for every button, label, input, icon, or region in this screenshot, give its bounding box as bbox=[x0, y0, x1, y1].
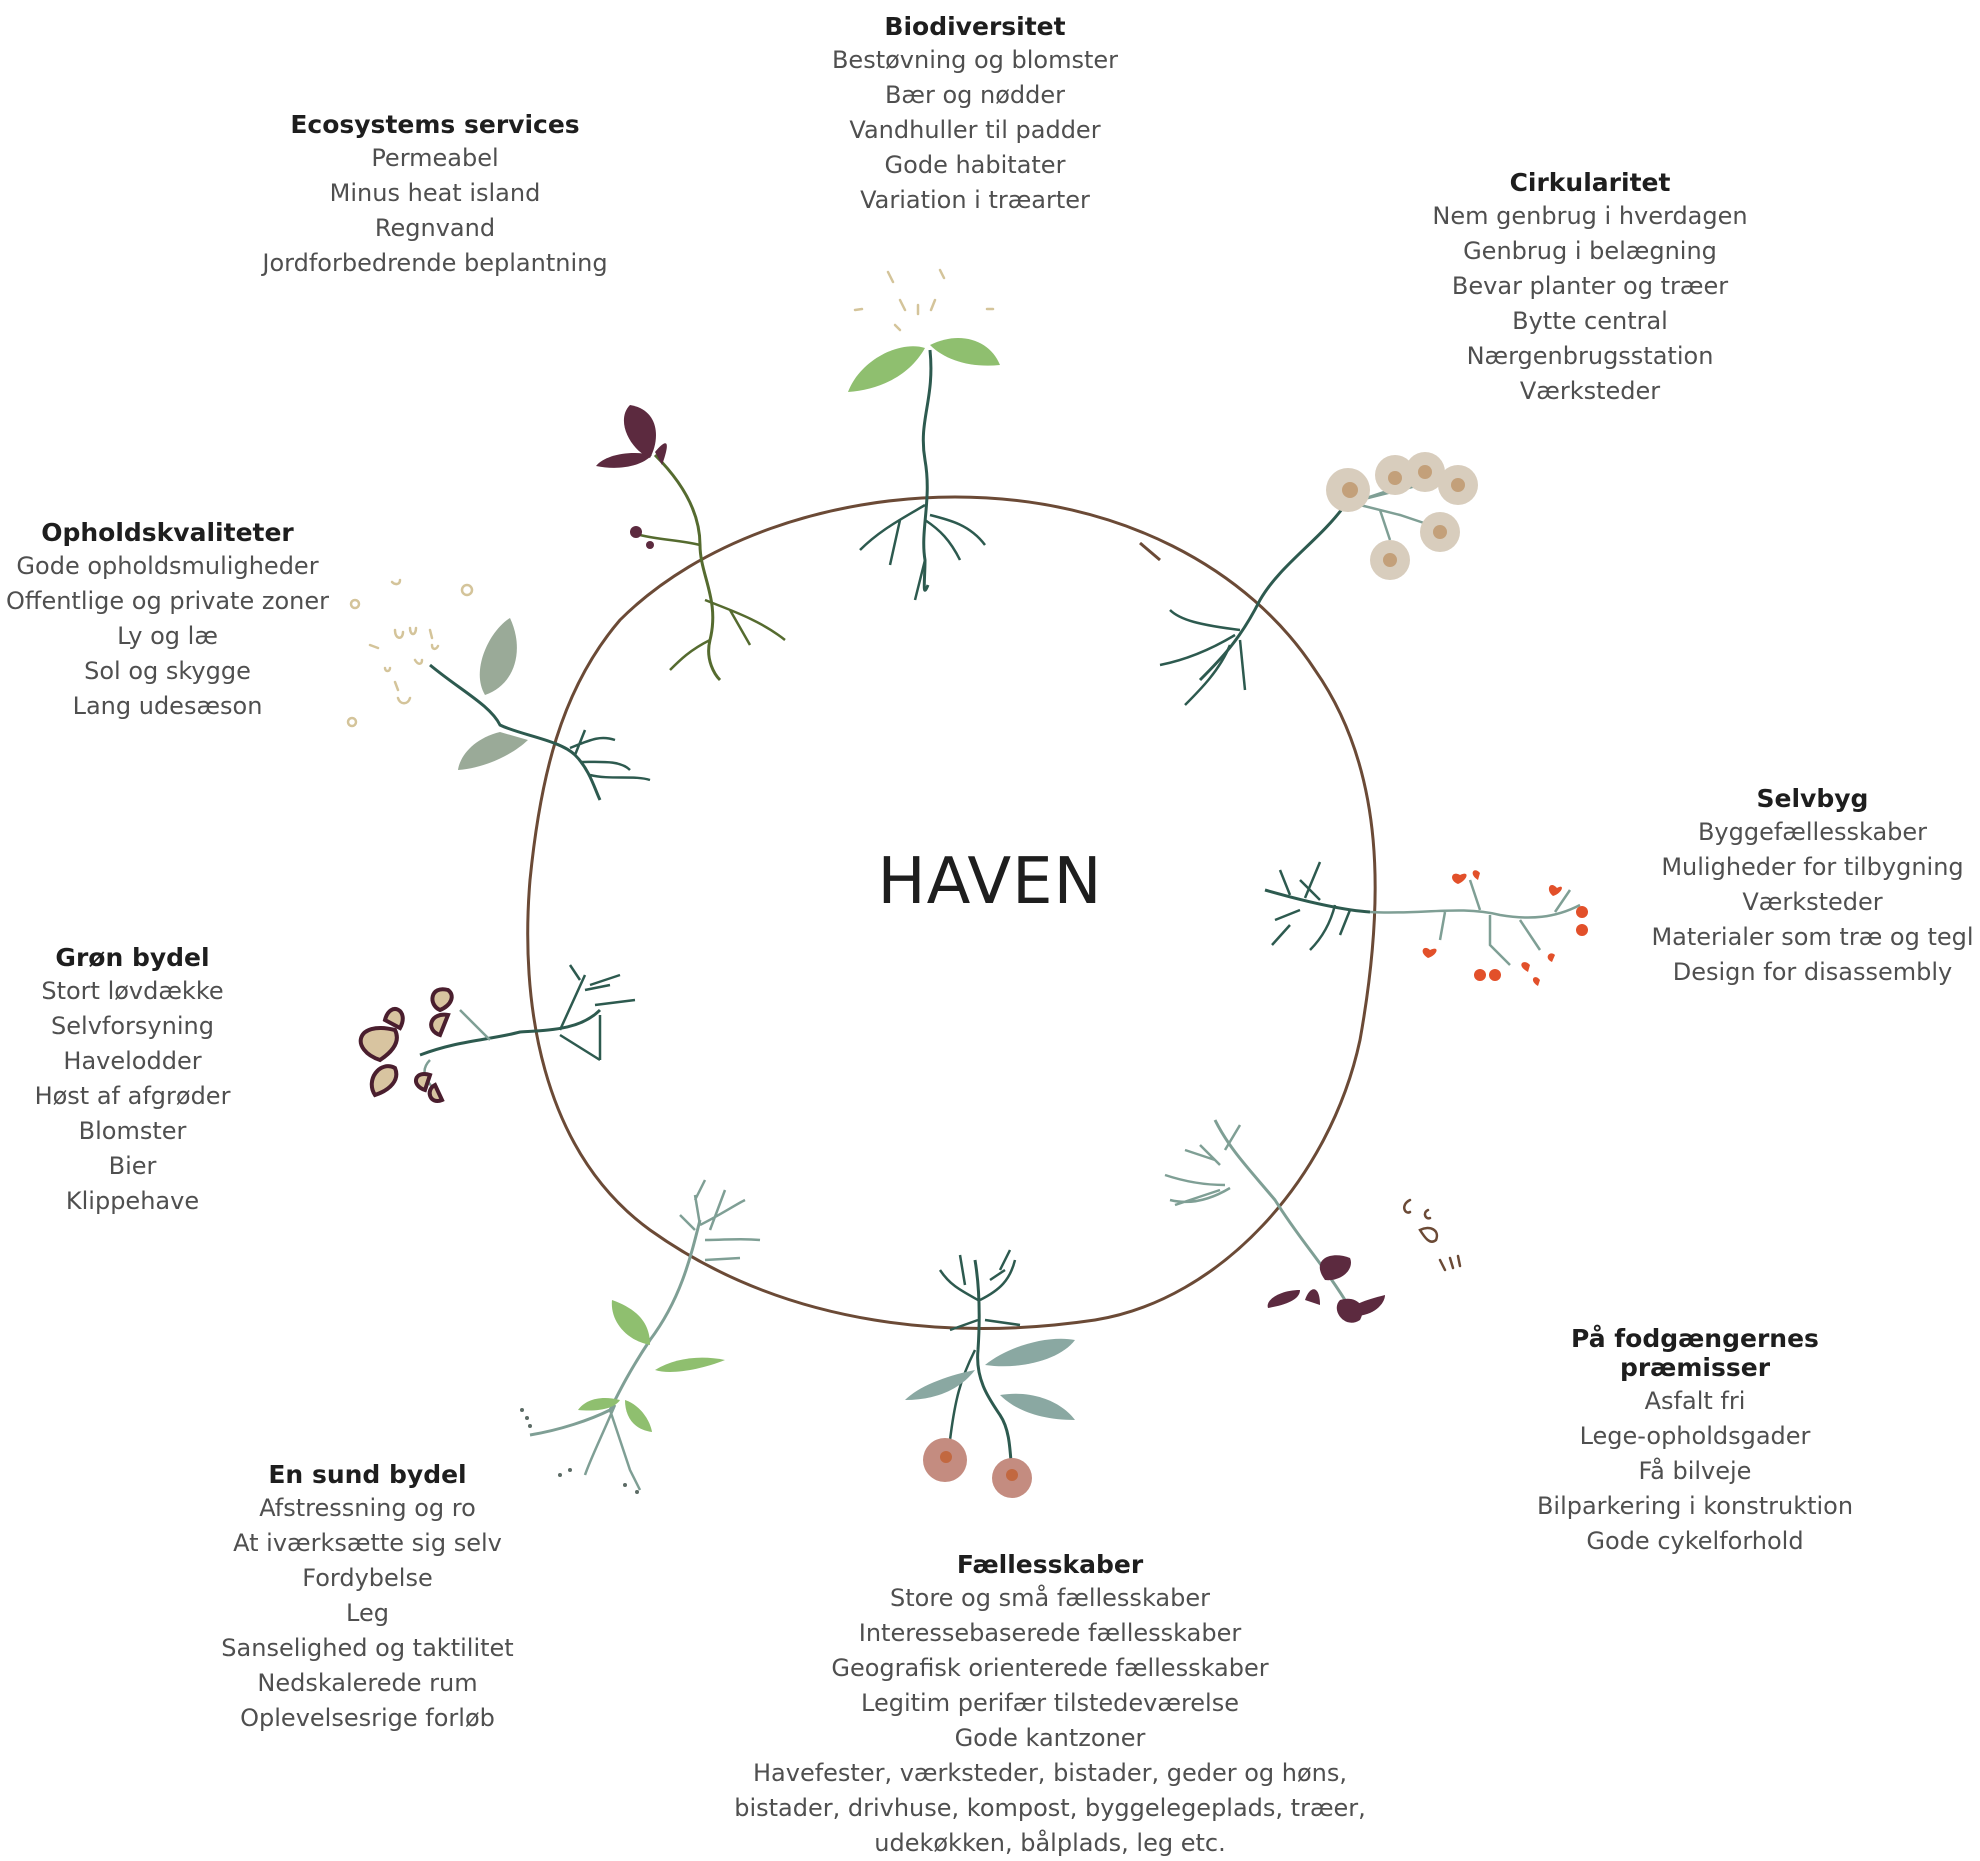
list-item: Asfalt fri bbox=[1644, 1387, 1746, 1415]
ring-arrow-tick bbox=[1139, 541, 1161, 562]
section-selvbyg: Selvbyg Byggefællesskaber Muligheder for… bbox=[1650, 784, 1975, 990]
list-item: Gode opholdsmuligheder bbox=[16, 552, 319, 580]
green-leaf-plant-icon bbox=[520, 1179, 761, 1494]
section-ecosystems-services: Ecosystems services Permeabel Minus heat… bbox=[255, 110, 615, 281]
list-item: Variation i træarter bbox=[860, 186, 1090, 214]
list-item: Muligheder for tilbygning bbox=[1661, 853, 1964, 881]
list-item: bistader, drivhuse, kompost, byggelegepl… bbox=[734, 1794, 1366, 1822]
list-item: Gode habitater bbox=[884, 151, 1066, 179]
list-item: Selvforsyning bbox=[51, 1012, 214, 1040]
list-item: Interessebaserede fællesskaber bbox=[858, 1619, 1242, 1647]
list-item: Jordforbedrende beplantning bbox=[262, 249, 608, 277]
section-title: Grøn bydel bbox=[55, 943, 210, 972]
list-item: Ly og læ bbox=[117, 622, 218, 650]
section-cirkularitet: Cirkularitet Nem genbrug i hverdagen Gen… bbox=[1420, 168, 1760, 409]
list-item: Byggefællesskaber bbox=[1697, 818, 1928, 846]
list-item: Permeabel bbox=[371, 144, 499, 172]
orange-blossom-branch-icon bbox=[1264, 861, 1588, 986]
list-item: Sanselighed og taktilitet bbox=[221, 1634, 514, 1662]
section-sund-bydel: En sund bydel Afstressning og ro At ivær… bbox=[215, 1460, 520, 1736]
list-item: Materialer som træ og tegl bbox=[1651, 923, 1974, 951]
section-opholdskvaliteter: Opholdskvaliteter Gode opholdsmuligheder… bbox=[5, 518, 330, 724]
list-item: Nærgenbrugsstation bbox=[1466, 342, 1714, 370]
list-item: Bestøvning og blomster bbox=[831, 46, 1119, 74]
list-item: Bevar planter og træer bbox=[1451, 272, 1729, 300]
list-item: Legitim perifær tilstedeværelse bbox=[861, 1689, 1239, 1717]
list-item: Havefester, værksteder, bistader, geder … bbox=[752, 1759, 1347, 1787]
clover-plant-icon bbox=[358, 964, 636, 1103]
section-title: Selvbyg bbox=[1756, 784, 1869, 813]
list-item: Sol og skygge bbox=[84, 657, 251, 685]
list-item: Oplevelsesrige forløb bbox=[240, 1704, 495, 1732]
list-item: Få bilveje bbox=[1638, 1457, 1752, 1485]
list-item: Værksteder bbox=[1519, 377, 1661, 405]
list-item: Havelodder bbox=[63, 1047, 202, 1075]
section-title: En sund bydel bbox=[268, 1460, 467, 1489]
list-item: Gode cykelforhold bbox=[1586, 1527, 1804, 1555]
garden-ring bbox=[526, 495, 1377, 1330]
list-item: Blomster bbox=[78, 1117, 187, 1145]
section-title: Opholdskvaliteter bbox=[41, 518, 294, 547]
list-item: Bier bbox=[108, 1152, 157, 1180]
list-item: Design for disassembly bbox=[1672, 958, 1953, 986]
list-item: Gode kantzoner bbox=[954, 1724, 1146, 1752]
list-item: Genbrug i belægning bbox=[1463, 237, 1717, 265]
plum-leaf-branch-icon bbox=[1164, 1119, 1462, 1323]
section-faellesskaber: Fællesskaber Store og små fællesskaber I… bbox=[720, 1550, 1380, 1861]
plum-leaf-plant-icon bbox=[596, 405, 786, 682]
list-item: Høst af afgrøder bbox=[34, 1082, 231, 1110]
list-item: Geografisk orienterede fællesskaber bbox=[831, 1654, 1269, 1682]
section-title: Fællesskaber bbox=[956, 1550, 1144, 1579]
list-item: Leg bbox=[346, 1599, 389, 1627]
list-item: Stort løvdække bbox=[41, 977, 224, 1005]
list-item: Lege-opholdsgader bbox=[1579, 1422, 1811, 1450]
beige-flower-plant-icon bbox=[1159, 452, 1478, 706]
section-title: På fodgængernes præmisser bbox=[1571, 1324, 1819, 1382]
list-item: Klippehave bbox=[65, 1187, 200, 1215]
list-item: udekøkken, bålplads, leg etc. bbox=[874, 1829, 1226, 1857]
list-item: Fordybelse bbox=[302, 1564, 433, 1592]
center-title: HAVEN bbox=[877, 845, 1103, 919]
list-item: Lang udesæson bbox=[72, 692, 263, 720]
section-fodgaengere: På fodgængernes præmisser Asfalt fri Leg… bbox=[1510, 1324, 1880, 1559]
list-item: Nedskalerede rum bbox=[257, 1669, 478, 1697]
section-title: Biodiversitet bbox=[884, 12, 1066, 41]
list-item: Nem genbrug i hverdagen bbox=[1432, 202, 1748, 230]
section-title: Ecosystems services bbox=[290, 110, 580, 139]
list-item: Værksteder bbox=[1742, 888, 1883, 916]
sprout-plant-icon bbox=[848, 268, 1000, 601]
section-gron-bydel: Grøn bydel Stort løvdække Selvforsyning … bbox=[20, 943, 245, 1219]
list-item: Bær og nødder bbox=[884, 81, 1066, 109]
sage-leaf-plant-icon bbox=[346, 578, 651, 801]
list-item: Offentlige og private zoner bbox=[6, 587, 329, 615]
list-item: Afstressning og ro bbox=[259, 1494, 476, 1522]
list-item: Vandhuller til padder bbox=[849, 116, 1101, 144]
list-item: Bytte central bbox=[1512, 307, 1668, 335]
section-biodiversitet: Biodiversitet Bestøvning og blomster Bær… bbox=[825, 12, 1125, 218]
list-item: Regnvand bbox=[374, 214, 496, 242]
list-item: Minus heat island bbox=[329, 179, 541, 207]
list-item: Bilparkering i konstruktion bbox=[1536, 1492, 1854, 1520]
list-item: Store og små fællesskaber bbox=[889, 1584, 1210, 1612]
list-item: At iværksætte sig selv bbox=[233, 1529, 502, 1557]
section-title: Cirkularitet bbox=[1509, 168, 1671, 197]
berry-plant-icon bbox=[905, 1249, 1075, 1498]
